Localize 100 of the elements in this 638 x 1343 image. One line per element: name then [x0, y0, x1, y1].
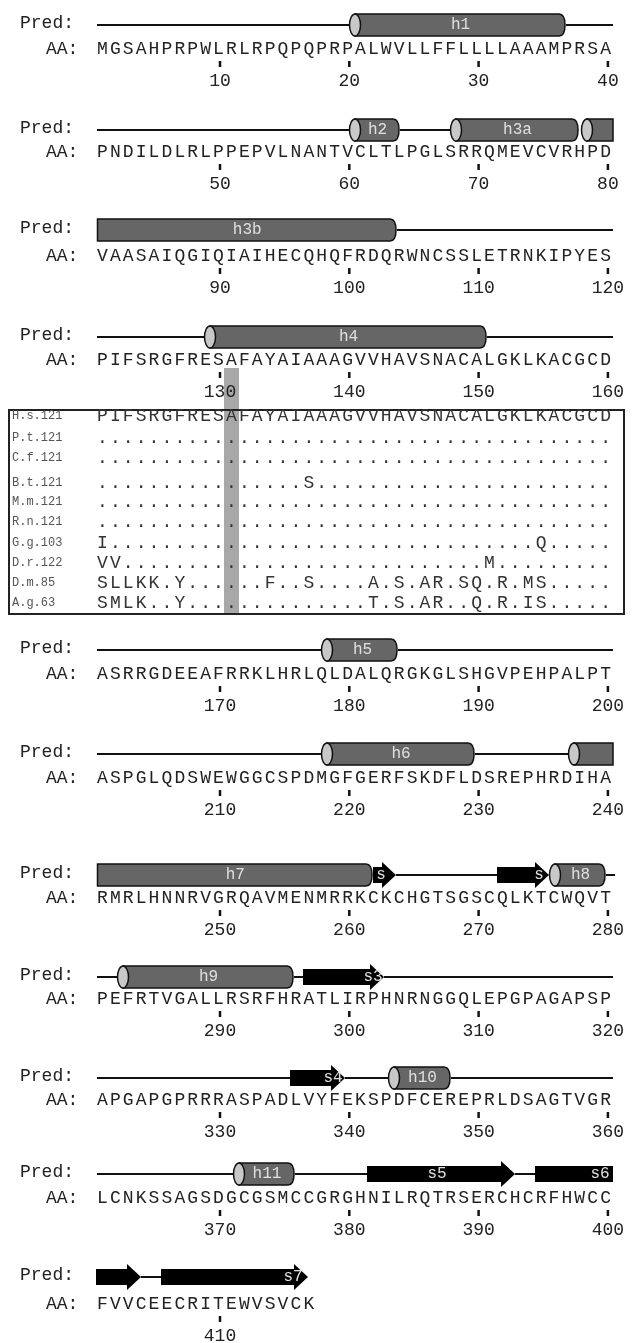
row-label: AA:: [46, 1187, 79, 1209]
position-number: 260: [333, 919, 366, 941]
strand-arrow: [373, 862, 396, 888]
row-label: AA:: [46, 1089, 79, 1111]
helix-cylinder: [568, 742, 613, 766]
position-number: 150: [462, 381, 495, 403]
position-number: 180: [333, 695, 366, 717]
helix-label: h9: [198, 967, 219, 988]
position-number: 30: [467, 70, 490, 92]
position-number: 50: [209, 173, 231, 195]
species-label: P.t.121: [12, 430, 63, 446]
backbone-line: [486, 336, 614, 338]
row-label: Pred:: [20, 1264, 74, 1286]
alignment-sequence: VV............................M.........: [97, 553, 614, 573]
row-label: Pred:: [20, 964, 74, 986]
strand-arrow: [161, 1264, 308, 1290]
helix-label: h3b: [232, 220, 262, 241]
sequence-text: PNDILDLRLPPEPVLNANTVCLTLPGLSRRQMEVCVRHPD: [97, 141, 614, 163]
helix-cylinder: [450, 118, 579, 142]
species-label: M.m.121: [12, 494, 63, 510]
backbone-line: [514, 1173, 536, 1175]
position-number: 360: [591, 1121, 625, 1143]
position-number: 220: [333, 799, 366, 821]
species-label: C.f.121: [12, 450, 63, 466]
strand-label: s3: [363, 967, 383, 988]
position-number: 270: [462, 919, 495, 941]
sequence-text: RMRLHNNRVGRQAVMENMRRKCKCHGTSGSCQLKTCWQVT: [97, 887, 614, 909]
position-number: 290: [203, 1020, 237, 1042]
position-number: 210: [203, 799, 237, 821]
sequence-text: PIFSRGFRESAFAYAIAAAGVVHAVSNACALGKLKACGCD: [97, 349, 614, 371]
backbone-line: [294, 1173, 368, 1175]
row-label: Pred:: [20, 862, 74, 884]
species-label: D.m.85: [12, 575, 56, 591]
row-label: Pred:: [20, 637, 74, 659]
position-number: 60: [338, 173, 361, 195]
helix-label: h10: [408, 1068, 437, 1089]
helix-label: h1: [450, 15, 471, 36]
backbone-line: [96, 649, 322, 651]
row-label: AA:: [46, 767, 79, 789]
row-label: AA:: [46, 988, 79, 1010]
alignment-sequence: ................S.......................: [97, 473, 614, 493]
backbone-line: [395, 874, 498, 876]
backbone-line: [565, 24, 614, 26]
position-number: 130: [203, 381, 237, 403]
position-number: 140: [333, 381, 366, 403]
row-label: Pred:: [20, 217, 74, 239]
species-label: G.g.103: [12, 535, 63, 551]
helix-cylinder: [204, 325, 487, 349]
position-number: 410: [203, 1325, 237, 1343]
backbone-line: [397, 649, 614, 651]
position-number: 280: [591, 919, 625, 941]
row-label: AA:: [46, 663, 79, 685]
position-number: 380: [333, 1219, 366, 1241]
row-label: Pred:: [20, 1065, 74, 1087]
strand-label: s7: [283, 1267, 303, 1288]
strand-arrow: [96, 1264, 141, 1290]
backbone-line: [96, 24, 350, 26]
backbone-line: [140, 1276, 162, 1278]
position-number: 300: [333, 1020, 366, 1042]
position-number: 350: [462, 1121, 495, 1143]
position-number: 230: [462, 799, 495, 821]
position-number: 90: [209, 277, 231, 299]
backbone-line: [396, 229, 614, 231]
helix-cylinder: [321, 638, 398, 662]
position-number: 390: [462, 1219, 495, 1241]
backbone-line: [293, 976, 304, 978]
helix-cylinder: [97, 863, 373, 887]
sequence-text: APGAPGPRRRASPADLVYFEKSPDFCEREPRLDSAGTVGR: [97, 1089, 614, 1111]
position-number: 200: [591, 695, 625, 717]
backbone-line: [399, 129, 451, 131]
position-number: 330: [203, 1121, 237, 1143]
row-label: AA:: [46, 38, 79, 60]
sequence-text: ASRRGDEEAFRRKLHRLQLDALQRGKGLSHGVPEHPALPT: [97, 663, 614, 685]
helix-label: h4: [338, 327, 359, 348]
position-number: 320: [591, 1020, 625, 1042]
strand-label: s: [376, 865, 386, 886]
strand-arrow: [497, 862, 549, 888]
helix-cylinder: [581, 118, 613, 142]
backbone-line: [96, 129, 350, 131]
species-label: D.r.122: [12, 555, 63, 571]
helix-cylinder: [549, 863, 606, 887]
position-number: 70: [467, 173, 490, 195]
backbone-line: [383, 976, 614, 978]
alignment-sequence: ........................................: [97, 448, 614, 468]
backbone-line: [96, 1173, 234, 1175]
backbone-line: [96, 976, 118, 978]
species-label: B.t.121: [12, 475, 63, 491]
backbone-line: [96, 1077, 291, 1079]
species-label: A.g.63: [12, 595, 56, 611]
alignment-sequence: PIFSRGFRESAFAYAIAAAGVVHAVSNACALGKLKACGCD: [97, 406, 614, 426]
sequence-text: FVVCEECRITEWVSVCK: [97, 1293, 317, 1315]
strand-label: s: [534, 865, 544, 886]
alignment-sequence: SLLKK.Y......F..S....A.S.AR.SQ.R.MS.....: [97, 573, 614, 593]
row-label: AA:: [46, 141, 79, 163]
position-number: 10: [209, 70, 231, 92]
helix-cylinder: [321, 742, 475, 766]
backbone-line: [450, 1077, 614, 1079]
helix-cylinder: [349, 118, 400, 142]
alignment-sequence: ........................................: [97, 492, 614, 512]
backbone-line: [605, 874, 616, 876]
